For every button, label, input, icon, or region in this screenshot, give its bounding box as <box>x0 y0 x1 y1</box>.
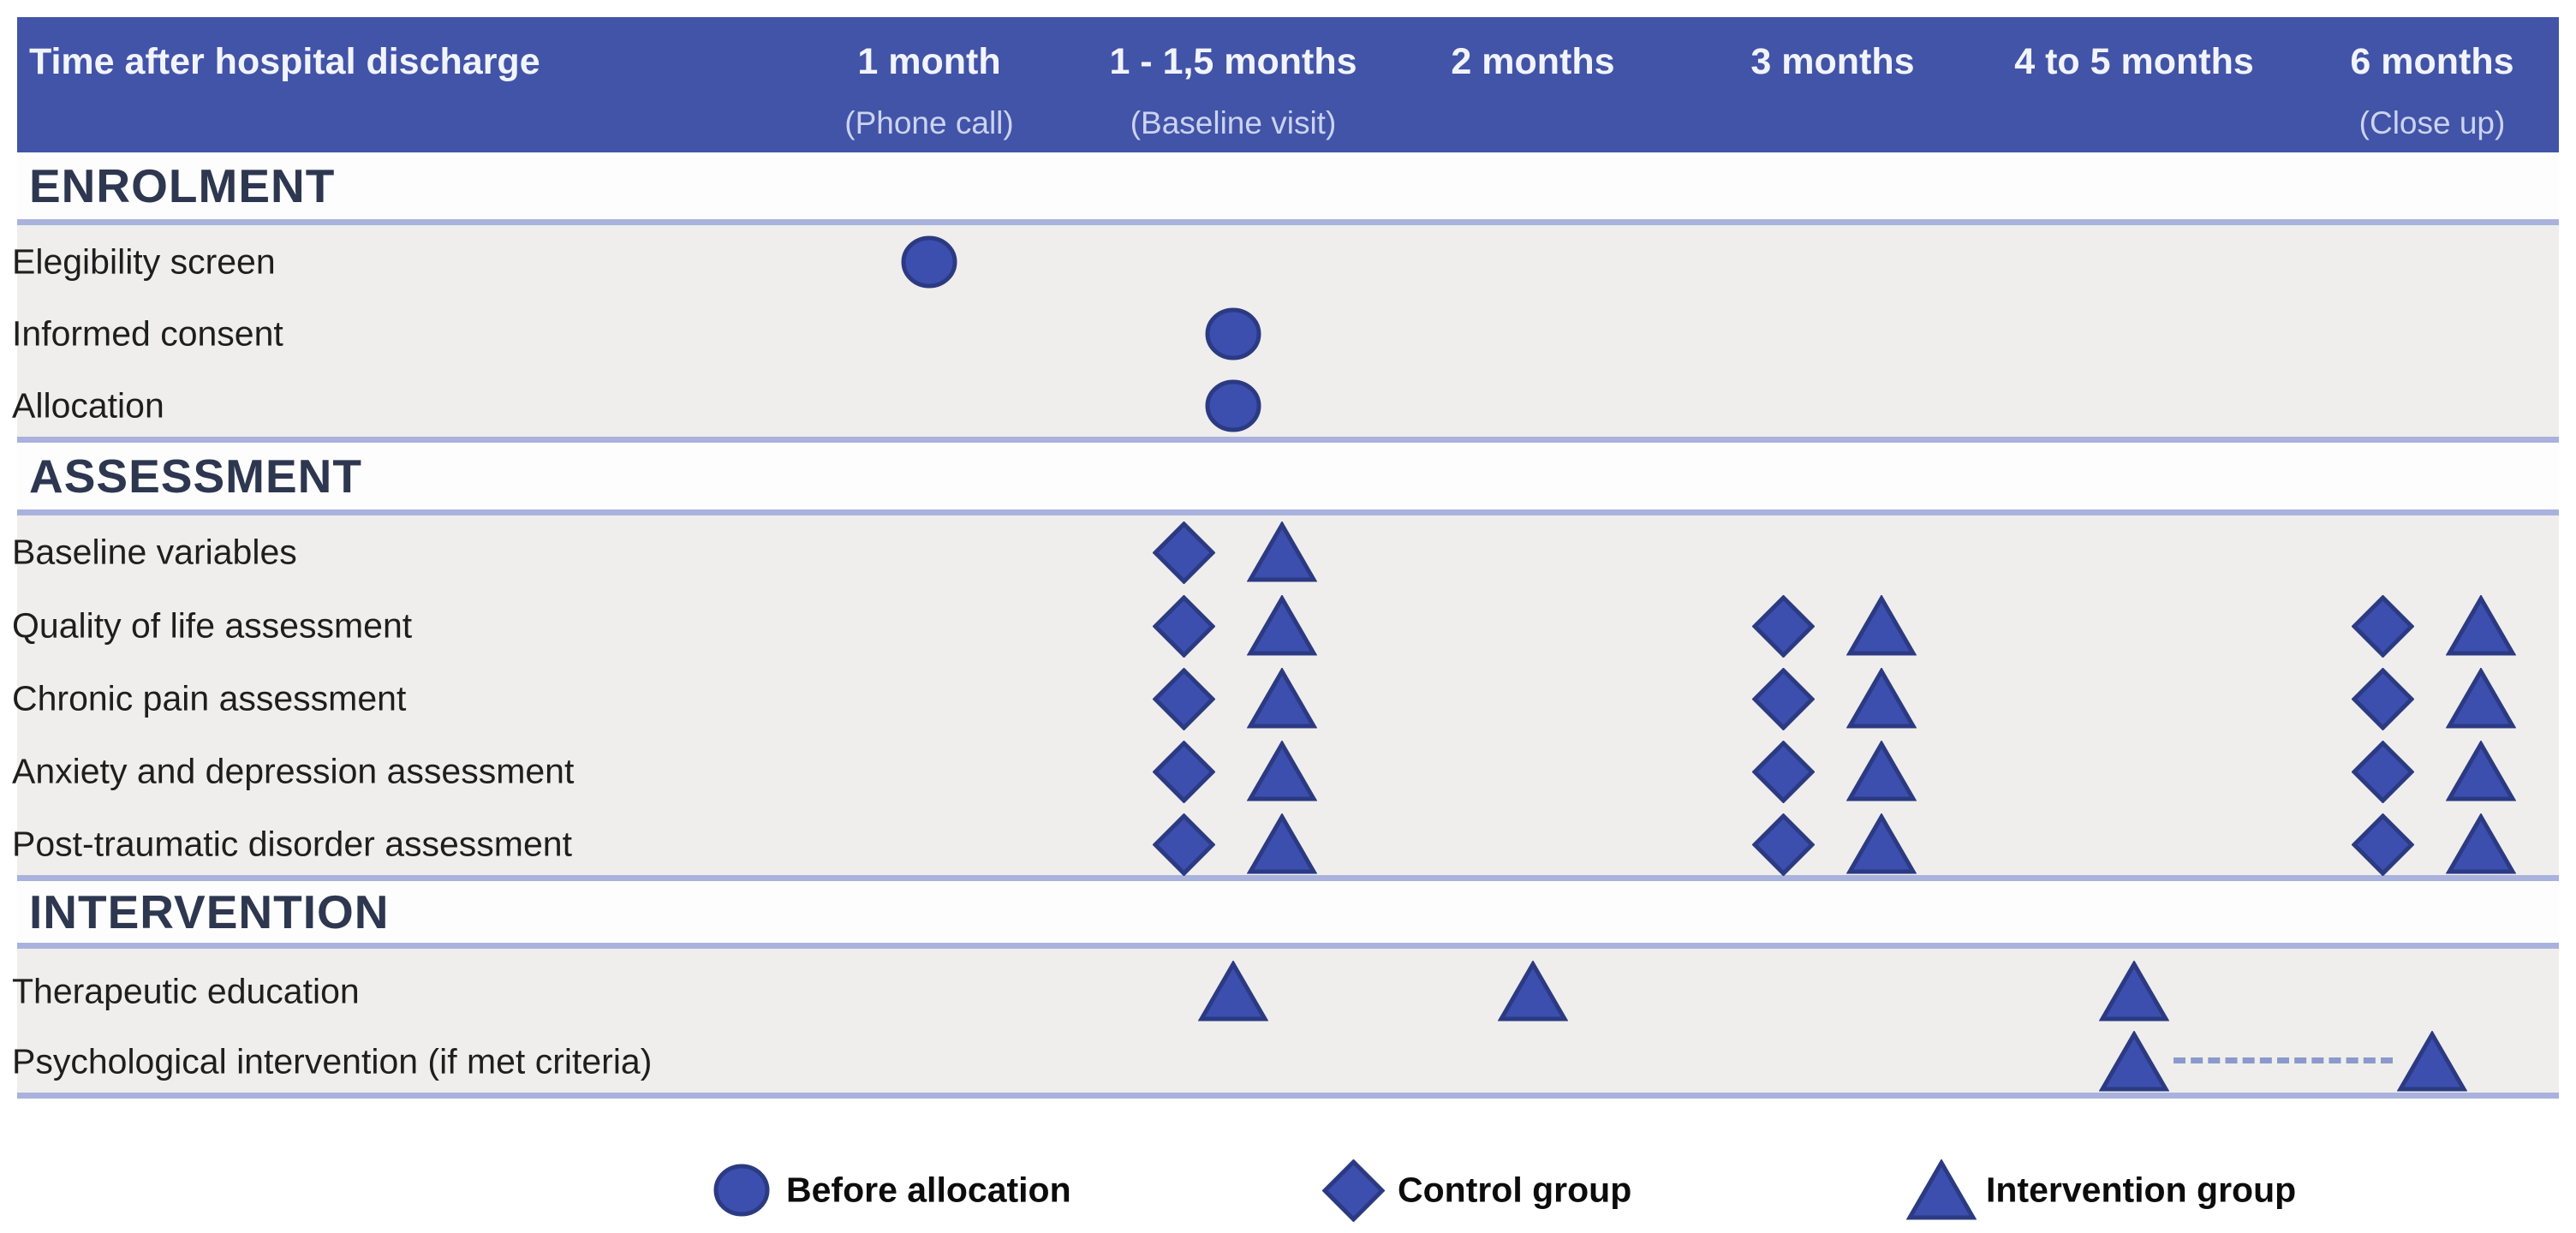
divider-line <box>17 1093 2559 1099</box>
header-column-label: 2 months <box>1451 41 1615 82</box>
section-band-intervention: INTERVENTION <box>17 880 2559 943</box>
triangle-marker <box>2445 740 2517 807</box>
triangle-marker <box>1846 667 1917 734</box>
triangle-marker <box>2445 594 2517 661</box>
header-row-label: Time after hospital discharge <box>29 41 540 82</box>
diamond-marker <box>1151 812 1216 880</box>
section-rows-enrolment <box>17 224 2559 437</box>
triangle-marker <box>2445 813 2517 879</box>
diamond-marker <box>1151 666 1216 735</box>
divider-line <box>17 875 2559 881</box>
circle-marker <box>901 235 957 293</box>
triangle-marker <box>1246 594 1318 661</box>
header-column-sublabel: (Close up) <box>2358 105 2506 140</box>
header-column-4: 3 months <box>1610 41 2055 105</box>
diamond-marker <box>1151 593 1216 662</box>
row-label: Anxiety and depression assessment <box>12 751 575 791</box>
row-label: Psychological intervention (if met crite… <box>12 1041 653 1081</box>
diamond-marker <box>2350 666 2415 735</box>
header-column-label: 3 months <box>1750 41 1915 82</box>
row-label: Quality of life assessment <box>12 605 413 646</box>
circle-marker <box>1205 307 1261 365</box>
header-column-3: 2 months <box>1310 41 1756 105</box>
diamond-marker <box>1151 739 1216 807</box>
section-band-enrolment: ENROLMENT <box>17 152 2559 219</box>
timeline-header-bar: Time after hospital discharge 1 month (Ph… <box>17 17 2559 155</box>
circle-marker <box>1205 379 1261 437</box>
row-label: Baseline variables <box>12 532 297 572</box>
section-title: ENROLMENT <box>29 159 336 212</box>
triangle-marker <box>2098 960 2170 1027</box>
dashed-connector <box>2174 1057 2393 1063</box>
section-title: ASSESSMENT <box>29 449 362 503</box>
divider-line <box>17 943 2559 949</box>
header-column-label: 4 to 5 months <box>2014 41 2254 82</box>
triangle-marker <box>2098 1030 2170 1097</box>
diamond-marker <box>1750 739 1816 807</box>
header-column-sublabel: (Baseline visit) <box>1130 105 1337 140</box>
diamond-marker <box>1750 666 1816 735</box>
triangle-marker <box>1846 740 1917 807</box>
legend-label: Before allocation <box>786 1170 1071 1210</box>
header-column-1: 1 month (Phone call) <box>707 41 1152 141</box>
diamond-marker <box>1750 812 1816 880</box>
row-label: Therapeutic education <box>12 971 360 1011</box>
row-label: Elegibility screen <box>12 241 276 282</box>
header-column-label: 6 months <box>2350 41 2514 82</box>
divider-line <box>17 437 2559 443</box>
header-column-sublabel: (Phone call) <box>844 105 1014 140</box>
triangle-marker <box>1246 740 1318 807</box>
legend-label: Control group <box>1398 1170 1632 1210</box>
header-column-5: 4 to 5 months <box>1911 41 2357 105</box>
diamond-marker <box>1151 520 1216 588</box>
header-column-6: 6 months (Close up) <box>2209 41 2576 141</box>
diamond-marker <box>2350 812 2415 880</box>
divider-line <box>17 509 2559 515</box>
diamond-marker <box>2350 593 2415 662</box>
diamond-marker <box>1750 593 1816 662</box>
section-band-assessment: ASSESSMENT <box>17 442 2559 509</box>
triangle-marker <box>1846 594 1917 661</box>
row-label: Allocation <box>12 385 164 426</box>
header-column-label: 1 month <box>857 41 1001 82</box>
triangle-marker <box>1197 960 1269 1027</box>
triangle-marker <box>1497 960 1569 1027</box>
row-label: Chronic pain assessment <box>12 678 407 718</box>
row-label: Post-traumatic disorder assessment <box>12 824 572 864</box>
row-label: Informed consent <box>12 313 283 354</box>
divider-line <box>17 219 2559 225</box>
triangle-marker <box>1246 813 1318 879</box>
header-column-label: 1 - 1,5 months <box>1109 41 1357 82</box>
triangle-marker <box>1846 813 1917 879</box>
header-column-2: 1 - 1,5 months (Baseline visit) <box>1011 41 1456 141</box>
triangle-marker <box>1246 521 1318 587</box>
triangle-marker-legend <box>1905 1159 1977 1225</box>
circle-marker-legend <box>713 1164 770 1221</box>
triangle-marker <box>1246 667 1318 734</box>
legend-label: Intervention group <box>1986 1170 2297 1210</box>
triangle-marker <box>2445 667 2517 734</box>
triangle-marker <box>2396 1030 2468 1097</box>
diamond-marker-legend <box>1321 1158 1386 1226</box>
section-title: INTERVENTION <box>29 885 390 938</box>
diamond-marker <box>2350 739 2415 807</box>
